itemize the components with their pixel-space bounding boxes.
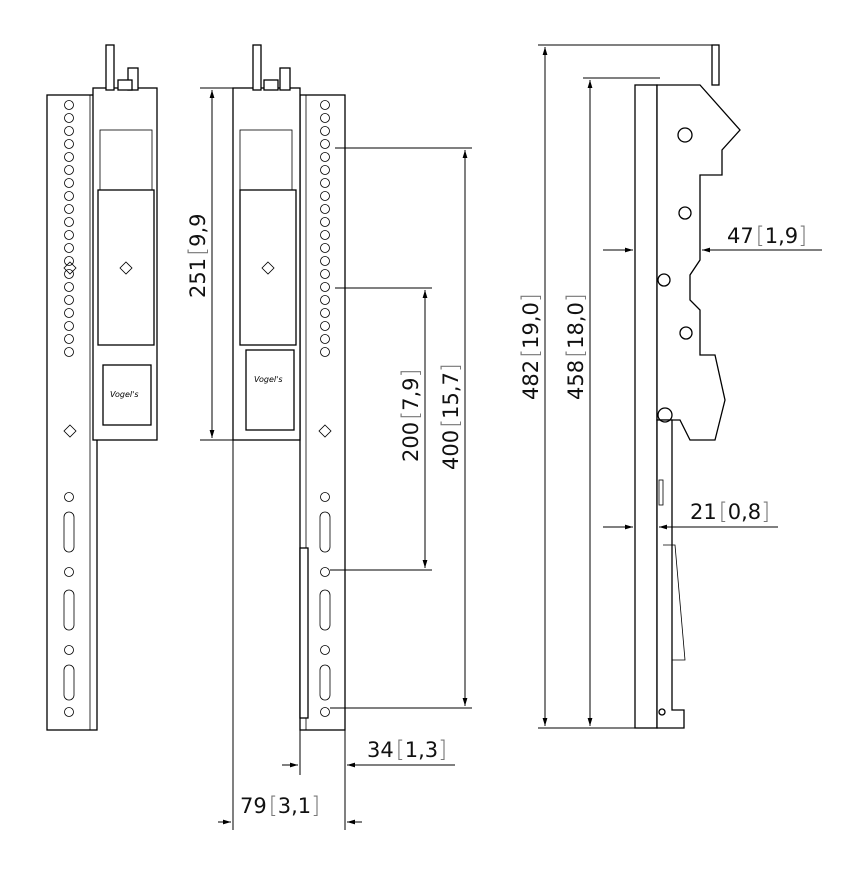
hole — [64, 269, 74, 279]
front-view-right: Vogel's — [232, 44, 346, 731]
hole — [320, 100, 330, 110]
hole — [64, 645, 74, 655]
rail-holes — [63, 100, 75, 717]
slot — [63, 664, 75, 701]
logo: Vogel's — [110, 390, 139, 399]
dim-400-label: 400[15,7] — [438, 363, 464, 470]
hole — [320, 492, 330, 502]
dim-482-label: 482[19,0] — [518, 293, 544, 400]
slot — [319, 589, 331, 631]
hole — [64, 295, 74, 305]
hole — [320, 282, 330, 292]
slot — [319, 511, 331, 553]
hole — [64, 492, 74, 502]
hole — [320, 243, 330, 253]
hole — [64, 707, 74, 717]
rail — [46, 94, 98, 731]
hole — [320, 204, 330, 214]
hole — [320, 347, 330, 357]
hole — [64, 113, 74, 123]
hole — [64, 126, 74, 136]
hole — [320, 308, 330, 318]
hole — [320, 165, 330, 175]
dim-458-label: 458[18,0] — [563, 293, 589, 400]
hole — [64, 217, 74, 227]
hole — [320, 230, 330, 240]
hole — [320, 269, 330, 279]
hole — [64, 243, 74, 253]
dimension-lines — [200, 44, 822, 830]
hole — [64, 152, 74, 162]
hole — [320, 645, 330, 655]
slot — [63, 511, 75, 553]
hole — [320, 217, 330, 227]
hole — [320, 295, 330, 305]
hole — [320, 334, 330, 344]
hole — [320, 321, 330, 331]
hole — [320, 139, 330, 149]
svg-text:458[18,0]: 458[18,0] — [563, 293, 589, 400]
dim-251-label: 251[9,9 — [185, 214, 211, 298]
hole — [320, 256, 330, 266]
hole — [64, 165, 74, 175]
hole — [64, 347, 74, 357]
hole — [64, 282, 74, 292]
hole — [64, 256, 74, 266]
dim-21-label: 21[0,8] — [690, 499, 770, 525]
dim-34-label: 34[1,3] — [367, 737, 447, 763]
hole — [64, 204, 74, 214]
hole — [64, 178, 74, 188]
hole — [64, 139, 74, 149]
svg-text:200[7,9]: 200[7,9] — [398, 369, 424, 462]
hole — [64, 334, 74, 344]
svg-text:482[19,0]: 482[19,0] — [518, 293, 544, 400]
svg-text:Vogel's: Vogel's — [254, 375, 283, 384]
hole — [320, 113, 330, 123]
hole — [320, 178, 330, 188]
side-view — [634, 44, 741, 729]
dim-47-label: 47[1,9] — [727, 223, 807, 249]
hole — [320, 707, 330, 717]
dim-79-label: 79[3,1] — [240, 793, 320, 819]
hole — [64, 230, 74, 240]
hole — [64, 191, 74, 201]
slot — [319, 664, 331, 701]
dim-200-label: 200[7,9] — [398, 369, 424, 462]
hole — [320, 191, 330, 201]
hole — [64, 321, 74, 331]
svg-text:251[9,9: 251[9,9 — [185, 214, 211, 298]
slot — [63, 589, 75, 631]
front-view-left: Vogel's — [46, 44, 158, 731]
hole — [320, 567, 330, 577]
hole — [64, 100, 74, 110]
hole — [320, 152, 330, 162]
hole — [320, 126, 330, 136]
svg-text:400[15,7]: 400[15,7] — [438, 363, 464, 470]
hole — [64, 567, 74, 577]
rail-holes — [319, 100, 331, 717]
bolt — [105, 44, 115, 91]
hole — [64, 308, 74, 318]
